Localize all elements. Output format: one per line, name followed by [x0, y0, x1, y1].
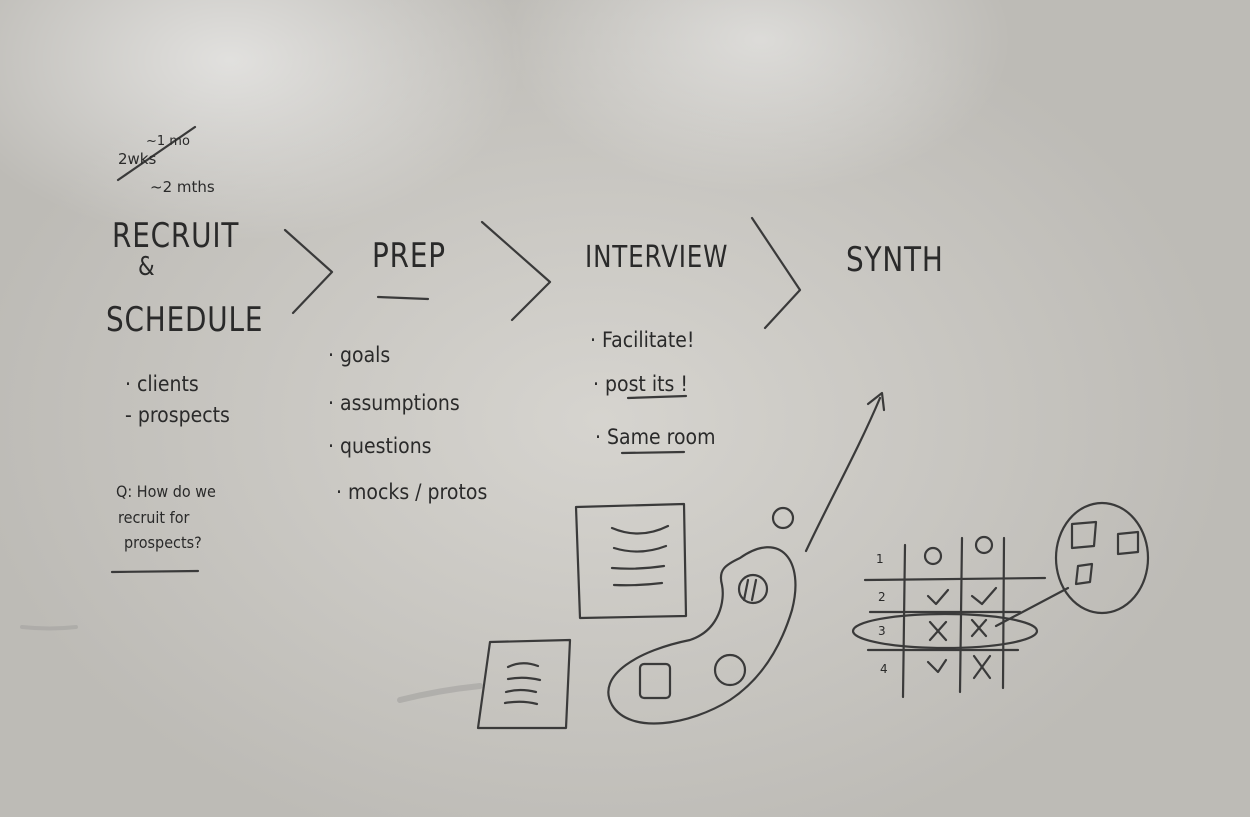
stage-title: PREP [372, 236, 446, 276]
grid-row-number: 2 [878, 590, 886, 604]
question-text: recruit for [118, 508, 190, 527]
list-item: · questions [328, 434, 432, 458]
list-item: - prospects [125, 403, 230, 427]
scribble-text: 2wks [118, 150, 157, 168]
smudge [20, 625, 78, 631]
list-item: · Same room [595, 425, 716, 449]
list-item: · assumptions [328, 391, 460, 415]
arrowhead-synth [866, 391, 886, 412]
stage-title: INTERVIEW [585, 240, 729, 275]
participants-blob [607, 506, 797, 725]
notes-sketch [574, 502, 688, 620]
sameroom-underline [620, 450, 686, 455]
list-item: · Facilitate! [590, 328, 695, 352]
arrow-to-synth [804, 396, 882, 553]
list-item: · mocks / protos [336, 480, 488, 504]
grid-row-number: 4 [880, 662, 888, 676]
stage-title: & [138, 252, 156, 282]
grid-row-number: 1 [876, 552, 884, 566]
list-item: · post its ! [593, 372, 688, 396]
prep-underline [376, 295, 430, 301]
doc-sketch [476, 638, 572, 730]
chevron-arrow-1 [283, 228, 334, 315]
chevron-arrow-3 [750, 216, 802, 330]
list-item: · clients [125, 372, 199, 396]
stage-title: RECRUIT [112, 216, 240, 256]
grid-row-number: 3 [878, 624, 886, 638]
crossed-scribble [116, 125, 197, 182]
stage-title: SYNTH [846, 240, 944, 280]
stage-title: SCHEDULE [106, 300, 264, 340]
chevron-arrow-2 [480, 220, 552, 322]
smudge [397, 683, 483, 703]
scribble-text: ~2 mths [150, 178, 215, 196]
scribble-text: ~1 mo [146, 134, 190, 149]
question-text: Q: How do we [116, 482, 216, 501]
list-item: · goals [328, 343, 391, 367]
question-underline [110, 569, 200, 574]
question-text: prospects? [124, 533, 202, 552]
synthesis-grid [851, 501, 1150, 699]
postits-underline [626, 394, 688, 400]
